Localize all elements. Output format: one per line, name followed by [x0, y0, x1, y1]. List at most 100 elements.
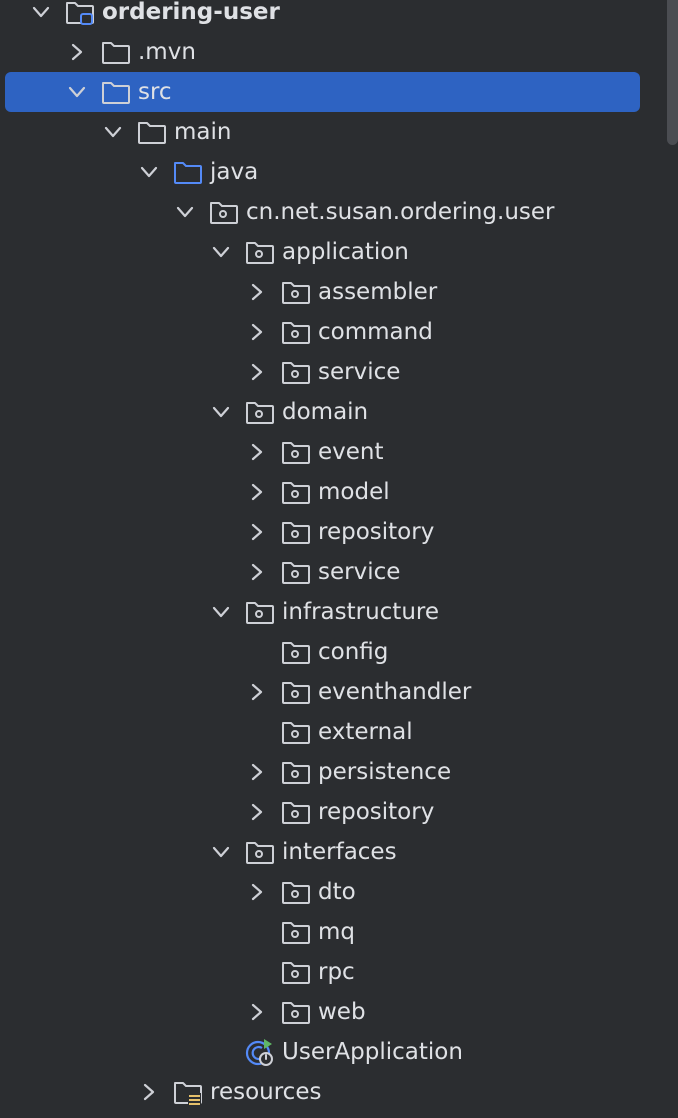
source-folder-icon	[172, 158, 204, 186]
package-icon	[280, 958, 312, 986]
tree-node-application[interactable]: application	[0, 232, 666, 272]
package-icon	[280, 758, 312, 786]
package-icon	[280, 518, 312, 546]
package-icon	[280, 878, 312, 906]
package-icon	[244, 238, 276, 266]
chevron-right-icon[interactable]	[246, 681, 268, 703]
tree-node-model[interactable]: model	[0, 472, 666, 512]
chevron-right-icon[interactable]	[138, 1081, 160, 1103]
tree-node-label: dto	[318, 879, 356, 905]
spring-boot-application-icon	[244, 1038, 276, 1066]
tree-node-config[interactable]: config	[0, 632, 666, 672]
chevron-right-icon[interactable]	[246, 881, 268, 903]
package-icon	[280, 278, 312, 306]
selection-highlight	[5, 72, 640, 112]
tree-node-mq[interactable]: mq	[0, 912, 666, 952]
chevron-right-icon[interactable]	[246, 441, 268, 463]
folder-icon	[100, 78, 132, 106]
tree-node-label: src	[138, 79, 172, 105]
chevron-right-icon[interactable]	[246, 561, 268, 583]
tree-node-external[interactable]: external	[0, 712, 666, 752]
tree-node-mvn[interactable]: .mvn	[0, 32, 666, 72]
package-icon	[280, 678, 312, 706]
chevron-right-icon[interactable]	[246, 761, 268, 783]
chevron-right-icon[interactable]	[246, 1001, 268, 1023]
tree-node-label: main	[174, 119, 232, 145]
tree-node-label: model	[318, 479, 390, 505]
chevron-down-icon[interactable]	[102, 121, 124, 143]
tree-node-java[interactable]: java	[0, 152, 666, 192]
tree-node-main[interactable]: main	[0, 112, 666, 152]
chevron-down-icon[interactable]	[210, 841, 232, 863]
tree-node-label: event	[318, 439, 384, 465]
tree-node-domain[interactable]: domain	[0, 392, 666, 432]
chevron-down-icon[interactable]	[210, 241, 232, 263]
tree-node-eventhandler[interactable]: eventhandler	[0, 672, 666, 712]
module-folder-icon	[64, 0, 96, 26]
tree-node-persistence[interactable]: persistence	[0, 752, 666, 792]
folder-icon	[100, 38, 132, 66]
tree-node-rpc[interactable]: rpc	[0, 952, 666, 992]
tree-node-repository[interactable]: repository	[0, 512, 666, 552]
package-icon	[280, 998, 312, 1026]
tree-node-label: interfaces	[282, 839, 397, 865]
package-icon	[280, 798, 312, 826]
package-icon	[244, 598, 276, 626]
package-icon	[280, 718, 312, 746]
tree-node-dto[interactable]: dto	[0, 872, 666, 912]
chevron-down-icon[interactable]	[210, 601, 232, 623]
chevron-down-icon[interactable]	[174, 201, 196, 223]
tree-node-label: infrastructure	[282, 599, 439, 625]
chevron-right-icon[interactable]	[246, 361, 268, 383]
resources-folder-icon	[172, 1078, 204, 1106]
tree-node-command[interactable]: command	[0, 312, 666, 352]
chevron-right-icon[interactable]	[246, 281, 268, 303]
tree-node-label: resources	[210, 1079, 322, 1105]
tree-node-label: web	[318, 999, 366, 1025]
tree-node-label: config	[318, 639, 389, 665]
package-icon	[280, 438, 312, 466]
tree-node-label: .mvn	[138, 39, 196, 65]
chevron-down-icon[interactable]	[210, 401, 232, 423]
tree-node-label: rpc	[318, 959, 355, 985]
tree-node-service[interactable]: service	[0, 352, 666, 392]
tree-node-label: application	[282, 239, 409, 265]
tree-node-service[interactable]: service	[0, 552, 666, 592]
package-icon	[280, 558, 312, 586]
chevron-right-icon[interactable]	[66, 41, 88, 63]
package-icon	[244, 838, 276, 866]
tree-node-userapplication[interactable]: UserApplication	[0, 1032, 666, 1072]
tree-node-label: UserApplication	[282, 1039, 463, 1065]
tree-node-repository[interactable]: repository	[0, 792, 666, 832]
tree-node-web[interactable]: web	[0, 992, 666, 1032]
tree-node-cn-net-susan-ordering-user[interactable]: cn.net.susan.ordering.user	[0, 192, 666, 232]
chevron-right-icon[interactable]	[246, 481, 268, 503]
tree-node-label: domain	[282, 399, 369, 425]
tree-node-event[interactable]: event	[0, 432, 666, 472]
chevron-right-icon[interactable]	[246, 321, 268, 343]
tree-node-src[interactable]: src	[0, 72, 666, 112]
package-icon	[280, 918, 312, 946]
tree-node-label: repository	[318, 519, 435, 545]
tree-node-resources[interactable]: resources	[0, 1072, 666, 1112]
tree-node-interfaces[interactable]: interfaces	[0, 832, 666, 872]
package-icon	[280, 358, 312, 386]
chevron-down-icon[interactable]	[30, 1, 52, 23]
chevron-down-icon[interactable]	[66, 81, 88, 103]
tree-node-assembler[interactable]: assembler	[0, 272, 666, 312]
tree-node-ordering-user[interactable]: ordering-user	[0, 0, 666, 32]
tree-node-label: assembler	[318, 279, 438, 305]
package-icon	[280, 318, 312, 346]
tree-node-label: repository	[318, 799, 435, 825]
tree-node-label: service	[318, 559, 401, 585]
tree-node-label: java	[210, 159, 259, 185]
tree-node-label: command	[318, 319, 433, 345]
tree-node-label: external	[318, 719, 413, 745]
package-icon	[208, 198, 240, 226]
vertical-scrollbar[interactable]	[667, 0, 678, 145]
chevron-down-icon[interactable]	[138, 161, 160, 183]
chevron-right-icon[interactable]	[246, 801, 268, 823]
chevron-right-icon[interactable]	[246, 521, 268, 543]
tree-node-infrastructure[interactable]: infrastructure	[0, 592, 666, 632]
